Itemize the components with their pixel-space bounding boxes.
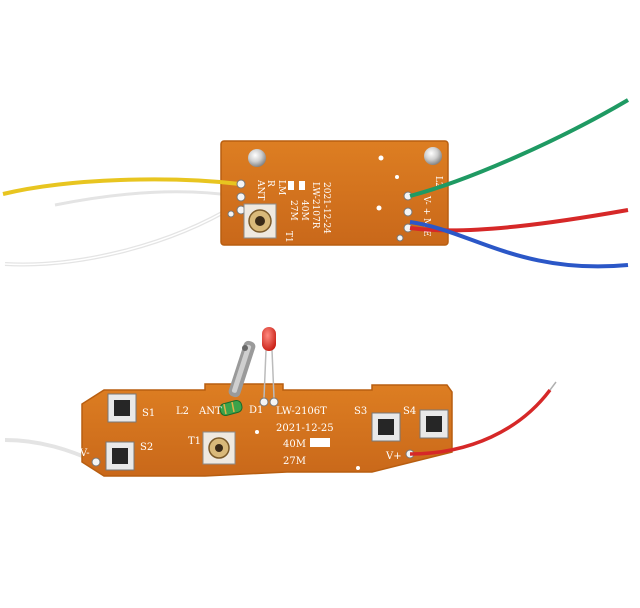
receiver-pcb xyxy=(220,140,449,246)
receiver-freq-40: 40M xyxy=(299,200,309,221)
transmitter-red-led xyxy=(262,327,276,399)
receiver-white-wire-long xyxy=(4,203,238,267)
transmitter-inductor xyxy=(219,399,243,417)
transmitter-date: 2021-12-25 xyxy=(276,423,334,434)
transmitter-model: LW-2106T xyxy=(276,406,327,417)
transmitter-button-s3[interactable] xyxy=(371,412,401,442)
transmitter-label-s3: S3 xyxy=(354,406,367,417)
receiver-board: ANT LM R 27M 40M LW-2107R 2021-12-24 T1 xyxy=(2,98,630,269)
transmitter-button-s1[interactable] xyxy=(107,393,137,423)
receiver-freq-27: 27M xyxy=(288,200,298,221)
transmitter-label-s4: S4 xyxy=(403,406,416,417)
transmitter-trimmer-t1 xyxy=(202,431,236,465)
transmitter-pcb xyxy=(81,383,453,477)
receiver-label-r: R xyxy=(265,180,275,187)
receiver-date: 2021-12-24 xyxy=(321,182,331,234)
receiver-yellow-wire xyxy=(2,177,241,196)
transmitter-label-s2: S2 xyxy=(140,442,153,453)
transmitter-freq-40: 40M xyxy=(283,439,306,450)
transmitter-label-t1: T1 xyxy=(188,436,201,447)
receiver-blue-wire xyxy=(409,220,629,269)
transmitter-label-d1: D1 xyxy=(249,405,263,416)
transmitter-label-vplus: V+ xyxy=(385,451,402,462)
receiver-red-wire xyxy=(409,208,629,233)
transmitter-board: S1 S2 S3 S4 L2 ANT D1 T1 V- V+ LW-2106T … xyxy=(4,327,557,477)
receiver-white-wire-short xyxy=(54,190,237,207)
transmitter-antenna-spring xyxy=(228,340,256,398)
transmitter-label-vminus: V- xyxy=(79,448,90,459)
receiver-model: LW-2107R xyxy=(310,182,320,229)
receiver-label-l2: L2 xyxy=(433,176,443,188)
transmitter-label-s1: S1 xyxy=(142,408,155,419)
receiver-label-t1: T1 xyxy=(283,231,293,243)
receiver-label-pins: V- + M E xyxy=(421,195,431,237)
transmitter-label-ant: ANT xyxy=(198,406,222,417)
transmitter-red-wire xyxy=(409,388,552,456)
receiver-label-ant: ANT xyxy=(255,179,265,200)
receiver-label-lm: LM xyxy=(276,180,286,195)
receiver-green-wire xyxy=(409,98,630,198)
receiver-trimmer-t1 xyxy=(243,203,277,239)
transmitter-freq-27: 27M xyxy=(283,456,306,467)
transmitter-button-s4[interactable] xyxy=(419,409,449,439)
transmitter-label-l2: L2 xyxy=(176,406,189,417)
receiver-led-right xyxy=(424,147,442,165)
transmitter-button-s2[interactable] xyxy=(105,441,135,471)
receiver-led-left xyxy=(248,149,266,167)
